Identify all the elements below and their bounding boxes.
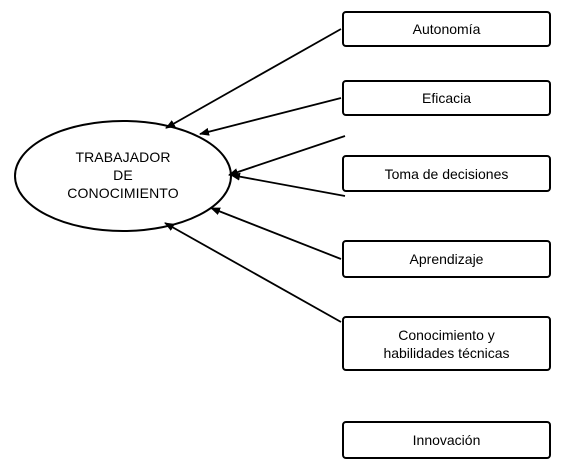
center-node-line-3: CONOCIMIENTO [67,185,179,201]
box-eficacia: Eficacia [342,80,551,116]
arrow-conocimiento [164,222,342,323]
center-node-line-1: TRABAJADOR [75,149,171,165]
box-innovacion: Innovación [342,421,551,459]
center-node-label: TRABAJADOR DE CONOCIMIENTO [30,148,216,202]
box-conocimiento-habilidades-label: Conocimiento y habilidades técnicas [383,326,510,361]
box-autonomia: Autonomía [342,11,551,47]
arrow-autonomia [165,28,342,129]
box-aprendizaje: Aprendizaje [342,240,551,278]
box-eficacia-label: Eficacia [421,90,472,106]
box-innovacion-label: Innovación [412,432,481,448]
arrow-eficacia [199,97,342,136]
box-conocimiento-habilidades: Conocimiento y habilidades técnicas [342,316,551,371]
box-autonomia-label: Autonomía [412,21,481,37]
box-toma-de-decisiones-label: Toma de decisiones [384,165,509,182]
box-aprendizaje-label: Aprendizaje [409,251,484,267]
center-node-line-2: DE [113,167,133,183]
box-toma-de-decisiones: Toma de decisiones [342,155,551,192]
arrow-lower-to-toma [230,172,346,197]
arrow-upper-to-toma [228,135,346,176]
arrow-aprendizaje [210,207,342,260]
